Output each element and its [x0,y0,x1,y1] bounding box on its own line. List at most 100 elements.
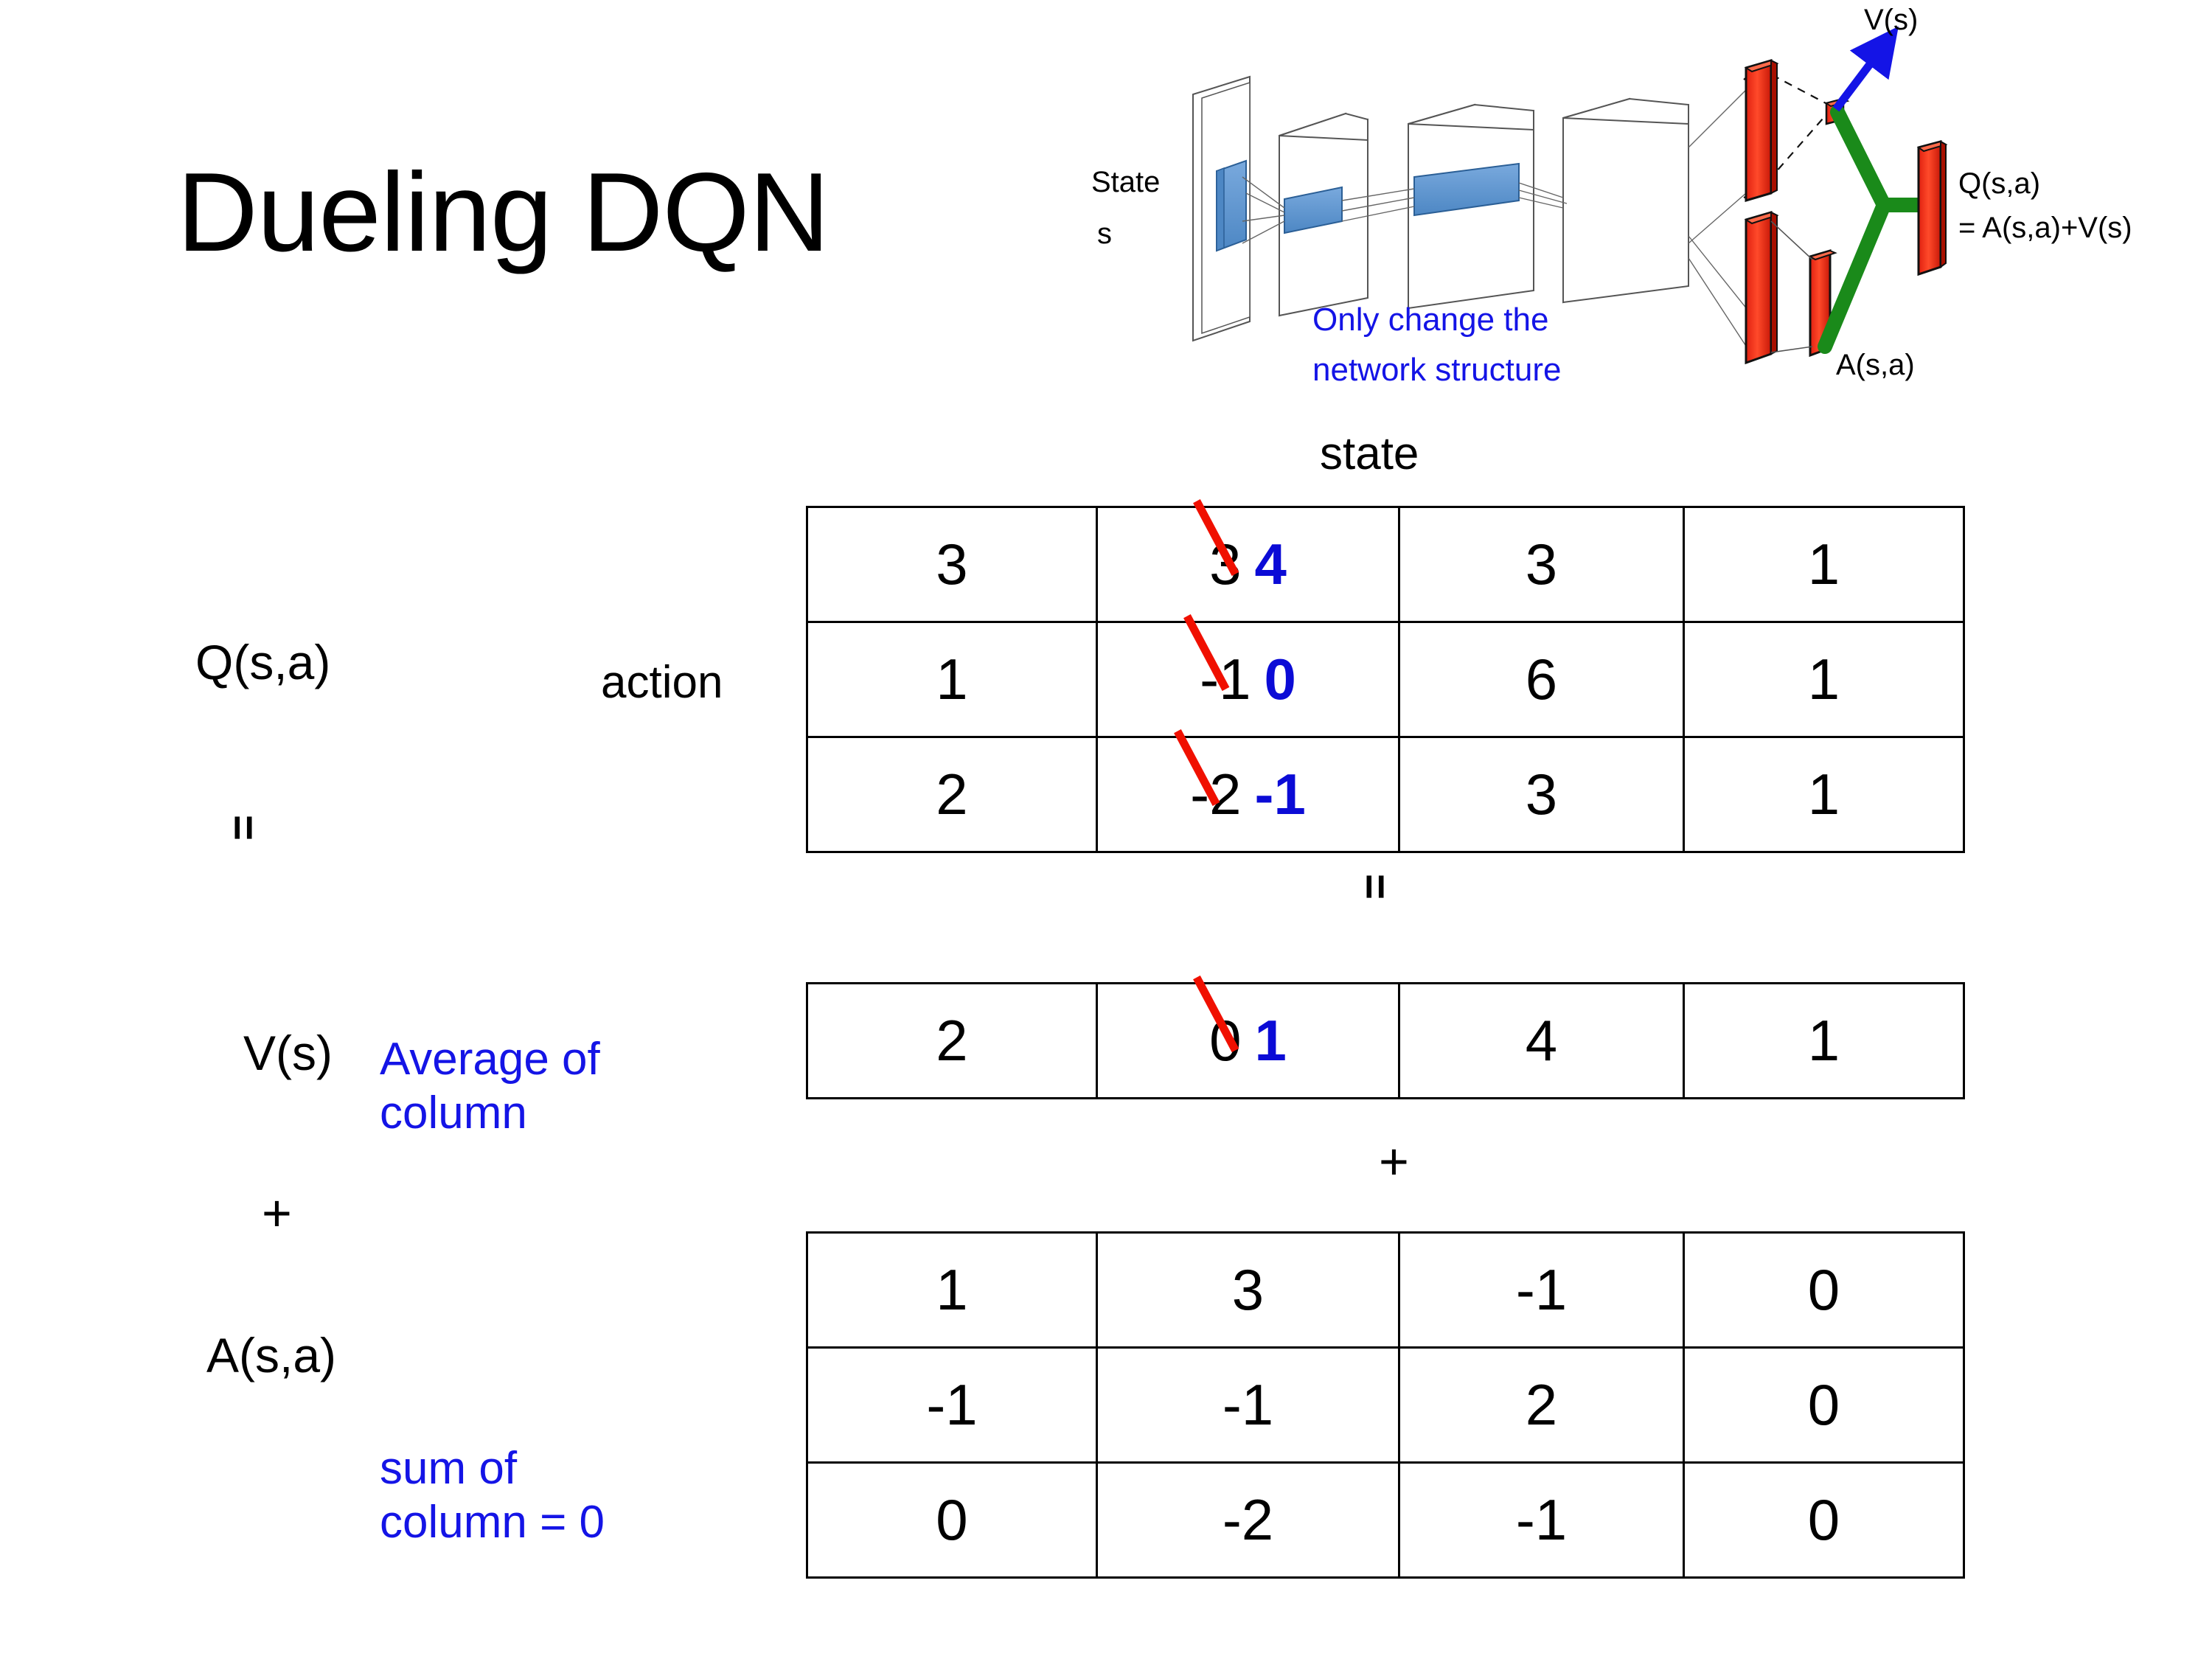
state-label-line2: s [1097,218,1112,250]
q-cell-r0c3[interactable]: 1 [1683,506,1965,623]
v-cell-c0[interactable]: 2 [806,982,1098,1099]
q-value-table: 3 3 4 3 1 1 -1 0 6 1 2 [806,506,1965,853]
sum-note-line1: sum of [380,1443,518,1494]
average-note-line2: column [380,1088,527,1139]
edited-cell: -1 0 [1200,646,1296,713]
diagram-q-label-line1: Q(s,a) [1958,167,2040,200]
edited-cell: 3 4 [1209,531,1287,598]
a-cell-r1c1[interactable]: -1 [1096,1346,1400,1464]
new-value: -1 [1254,762,1306,827]
cell-value: 3 [1525,762,1558,827]
new-value: 0 [1264,647,1296,712]
a-function-label: A(s,a) [206,1328,337,1382]
cell-value: 2 [936,1008,968,1073]
cell-value: -1 [926,1372,978,1437]
new-value: 1 [1254,1008,1287,1073]
cell-value: 1 [1807,1008,1840,1073]
a-cell-r2c0[interactable]: 0 [806,1461,1098,1579]
table-row: -1 -1 2 0 [806,1346,1965,1464]
q-cell-r2c1[interactable]: -2 -1 [1096,736,1400,853]
a-cell-r0c1[interactable]: 3 [1096,1231,1400,1349]
diagram-a-label: A(s,a) [1836,349,1915,381]
q-cell-r1c1[interactable]: -1 0 [1096,621,1400,738]
q-cell-r0c1[interactable]: 3 4 [1096,506,1400,623]
a-cell-r1c2[interactable]: 2 [1398,1346,1685,1464]
cell-value: 1 [1807,647,1840,712]
dueling-network-diagram: State s Only change the network structur… [1091,0,2212,413]
input-plane-icon [1192,75,1251,342]
new-value: 4 [1254,532,1287,597]
table-row: 2 0 1 4 1 [806,982,1965,1099]
cell-value: 2 [1525,1372,1558,1437]
q-cell-r2c0[interactable]: 2 [806,736,1098,853]
plus-sign-left: + [262,1184,292,1242]
cell-value: 3 [1231,1257,1265,1322]
a-cell-r2c1[interactable]: -2 [1096,1461,1400,1579]
a-cell-r1c3[interactable]: 0 [1683,1346,1965,1464]
a-cell-r0c2[interactable]: -1 [1398,1231,1685,1349]
conv-layer-2-icon [1408,103,1534,310]
value-stream-bar-icon [1744,58,1779,203]
v-cell-c3[interactable]: 1 [1683,982,1965,1099]
table-row: 1 -1 0 6 1 [806,621,1965,738]
old-value: 0 [1209,1008,1242,1073]
old-value: -1 [1200,647,1251,712]
equals-sign-middle: = [1351,874,1400,900]
cell-value: -2 [1222,1487,1274,1552]
aggregation-link-icon [1818,105,1930,354]
edited-cell: -2 -1 [1190,761,1306,828]
diagram-q-label-line2: = A(s,a)+V(s) [1958,212,2132,244]
cell-value: 3 [1525,532,1558,597]
a-cell-r0c3[interactable]: 0 [1683,1231,1965,1349]
q-cell-r2c2[interactable]: 3 [1398,736,1685,853]
v-cell-c2[interactable]: 4 [1398,982,1685,1099]
old-value: -2 [1190,762,1242,827]
diagram-v-label: V(s) [1864,4,1918,36]
cell-value: 0 [1807,1257,1840,1322]
q-cell-r2c3[interactable]: 1 [1683,736,1965,853]
v-function-label: V(s) [243,1026,333,1080]
cell-value: 3 [936,532,968,597]
cell-value: 4 [1525,1008,1558,1073]
a-cell-r2c3[interactable]: 0 [1683,1461,1965,1579]
cell-value: 1 [936,647,968,712]
average-note-line1: Average of [380,1034,600,1085]
v-cell-c1[interactable]: 0 1 [1096,982,1400,1099]
q-output-bar-icon [1916,140,1948,276]
sum-note-line2: column = 0 [380,1497,605,1548]
cell-value: 6 [1525,647,1558,712]
page-title: Dueling DQN [177,150,830,275]
edited-cell: 0 1 [1209,1007,1287,1074]
a-value-table: 1 3 -1 0 -1 -1 2 0 0 -2 -1 0 [806,1231,1965,1579]
q-function-label: Q(s,a) [195,635,331,689]
cell-value: 0 [1807,1487,1840,1552]
table-row: 1 3 -1 0 [806,1231,1965,1349]
cell-value: 1 [1807,762,1840,827]
advantage-stream-bar-icon [1744,210,1779,365]
a-cell-r2c2[interactable]: -1 [1398,1461,1685,1579]
cell-value: 1 [1807,532,1840,597]
q-cell-r1c2[interactable]: 6 [1398,621,1685,738]
action-axis-label: action [601,657,723,708]
q-cell-r1c0[interactable]: 1 [806,621,1098,738]
table-row: 2 -2 -1 3 1 [806,736,1965,853]
table-row: 3 3 4 3 1 [806,506,1965,623]
a-cell-r0c0[interactable]: 1 [806,1231,1098,1349]
cell-value: -1 [1515,1257,1568,1322]
conv-layer-3-icon [1562,97,1689,304]
q-cell-r1c3[interactable]: 1 [1683,621,1965,738]
state-axis-label: state [1320,428,1419,479]
average-of-column-note: Average of column [380,1032,600,1140]
cell-value: 0 [1807,1372,1840,1437]
table-row: 0 -2 -1 0 [806,1461,1965,1579]
v-value-table: 2 0 1 4 1 [806,982,1965,1099]
a-cell-r1c0[interactable]: -1 [806,1346,1098,1464]
q-cell-r0c0[interactable]: 3 [806,506,1098,623]
state-label-line1: State [1091,166,1160,198]
value-output-arrow-icon [1832,26,1899,112]
cell-value: 2 [936,762,968,827]
conv-layer-1-icon [1279,112,1368,317]
q-cell-r0c2[interactable]: 3 [1398,506,1685,623]
diagram-note-line2: network structure [1312,352,1561,388]
